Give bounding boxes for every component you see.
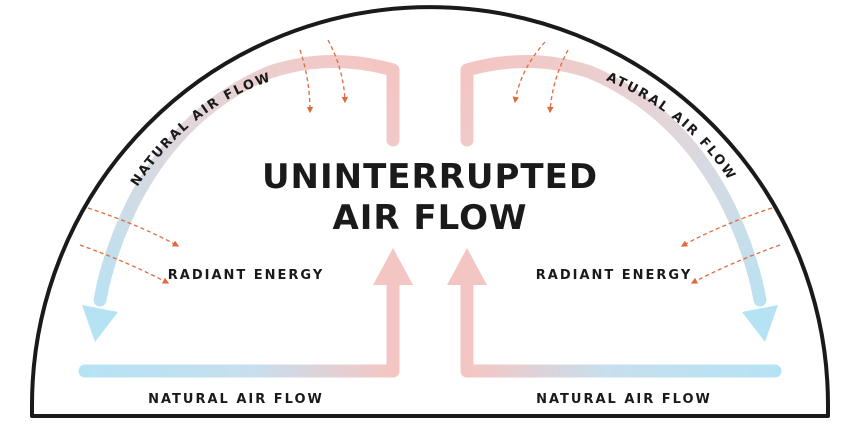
natural-air-flow-bottom-right-label: NATURAL AIR FLOW bbox=[536, 392, 712, 407]
right-arc-flow-arrow bbox=[460, 55, 778, 342]
left-arc-flow-arrow bbox=[82, 55, 400, 342]
right-bottom-flow-arrow bbox=[447, 248, 782, 378]
radiant-arrows-left bbox=[79, 207, 180, 284]
radiant-arrows-top-left bbox=[299, 39, 349, 114]
title-line-1: UNINTERRUPTED bbox=[262, 157, 598, 197]
left-bottom-flow-arrow bbox=[78, 248, 413, 378]
title-line-2: AIR FLOW bbox=[332, 198, 527, 238]
radiant-energy-right-label: RADIANT ENERGY bbox=[536, 268, 692, 283]
radiant-arrows-right bbox=[680, 207, 781, 284]
natural-air-flow-arc-left-label: NATURAL AIR FLOW bbox=[128, 70, 274, 189]
radiant-energy-left-label: RADIANT ENERGY bbox=[168, 268, 324, 283]
radiant-arrows-top-right bbox=[512, 41, 569, 114]
natural-air-flow-bottom-left-label: NATURAL AIR FLOW bbox=[148, 392, 324, 407]
dome-outline bbox=[30, 5, 830, 418]
